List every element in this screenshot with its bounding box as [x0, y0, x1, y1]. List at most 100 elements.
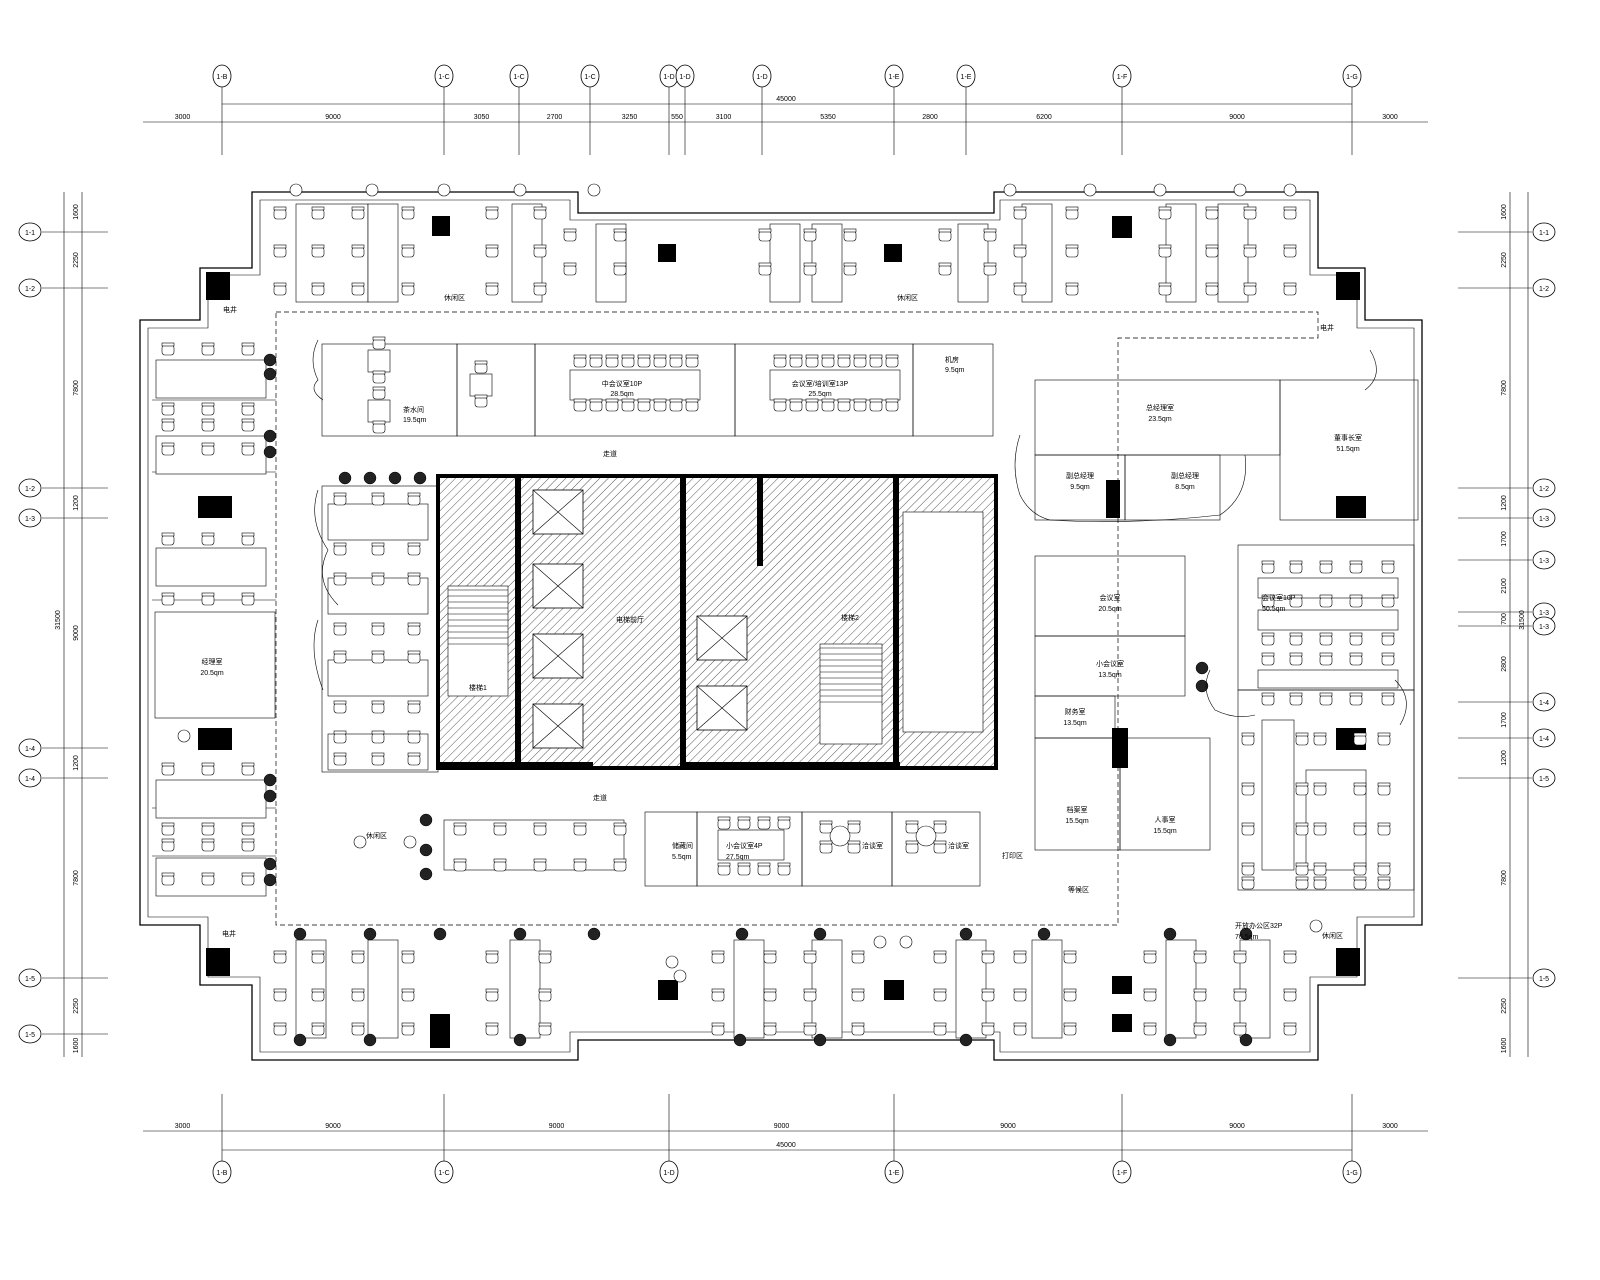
right-axis-10: 1-5: [1539, 976, 1549, 983]
top-axis-2: 1-C: [513, 74, 524, 81]
room-office9-area: 15.5qm: [1153, 828, 1177, 835]
wait-area-label: 等候区: [1068, 885, 1089, 894]
top-axis-9: 1-F: [1117, 74, 1128, 81]
chair-208: [1261, 560, 1275, 574]
left-axis-7: 1-5: [25, 1032, 35, 1039]
chair-211: [1261, 652, 1275, 666]
chair-92: [1143, 950, 1157, 964]
desk-39: [469, 373, 493, 397]
left-axis-0: 1-1: [25, 230, 35, 237]
chair-100: [1233, 1022, 1247, 1036]
chair-133: [241, 872, 255, 886]
chair-144: [371, 572, 385, 586]
plant-19: [433, 927, 447, 941]
left-axis-1: 1-2: [25, 286, 35, 293]
desk-4: [769, 223, 801, 303]
chair-3: [311, 206, 325, 220]
chair-109: [161, 592, 175, 606]
desk-31: [717, 829, 785, 861]
chair-232: [1381, 692, 1395, 706]
stair1-label: 楼梯1: [469, 683, 487, 692]
chair-90: [1063, 988, 1077, 1002]
chair-210: [1261, 632, 1275, 646]
chair-220: [1319, 632, 1333, 646]
right-axis-2: 1-2: [1539, 486, 1549, 493]
dim-left-4: 9000: [73, 625, 80, 641]
chair-69: [711, 988, 725, 1002]
chair-221: [1319, 652, 1333, 666]
chair-190: [821, 354, 835, 368]
chair-214: [1289, 594, 1303, 608]
chair-238: [1295, 732, 1309, 746]
chair-17: [533, 282, 547, 296]
chair-156: [407, 730, 421, 744]
chair-2: [273, 282, 287, 296]
bottom-axis-0: 1-B: [217, 1170, 228, 1177]
room-meeting-a-label: 中会议室10P: [602, 379, 643, 388]
plant-3: [413, 471, 427, 485]
plant-25: [1037, 927, 1051, 941]
room-office4-label: 副总经理: [1171, 471, 1199, 480]
chair-74: [803, 950, 817, 964]
stair2-label: 楼梯2: [841, 613, 859, 622]
chair-254: [1377, 782, 1391, 796]
chair-105: [161, 402, 175, 416]
building-outline: [139, 191, 1423, 1061]
plant-49: [1003, 183, 1017, 197]
chair-71: [763, 950, 777, 964]
chair-47: [1283, 206, 1297, 220]
dim-left-8: 1600: [73, 1038, 80, 1054]
chair-85: [981, 1022, 995, 1036]
chair-173: [605, 398, 619, 412]
plant-39: [873, 935, 887, 949]
chair-224: [1349, 594, 1363, 608]
chair-174: [621, 354, 635, 368]
chair-66: [538, 988, 552, 1002]
chair-76: [803, 1022, 817, 1036]
chair-43: [1205, 282, 1219, 296]
desk-5: [811, 223, 843, 303]
chair-27: [843, 262, 857, 276]
chair-99: [1233, 988, 1247, 1002]
chair-159: [453, 858, 467, 872]
chair-10: [401, 244, 415, 258]
chair-15: [533, 206, 547, 220]
chair-22: [758, 228, 772, 242]
chair-60: [401, 988, 415, 1002]
chair-200: [717, 816, 731, 830]
leisure-t1-label: 休闲区: [444, 293, 465, 302]
chair-98: [1233, 950, 1247, 964]
chair-75: [803, 988, 817, 1002]
room-office8-label: 档案室: [1067, 805, 1088, 814]
chair-13: [485, 244, 499, 258]
dim-right-7: 2800: [1501, 656, 1508, 672]
chair-150: [407, 492, 421, 506]
plant-27: [1239, 927, 1253, 941]
plant-15: [1195, 661, 1209, 675]
chair-34: [1013, 282, 1027, 296]
chair-123: [201, 872, 215, 886]
chair-102: [1283, 988, 1297, 1002]
chair-115: [201, 402, 215, 416]
chair-257: [1377, 876, 1391, 890]
bottom-axis-3: 1-E: [889, 1170, 900, 1177]
elec-bl-label: 电井: [222, 929, 236, 938]
chair-244: [1313, 782, 1327, 796]
plant-43: [1309, 919, 1323, 933]
axis-markers-right: 1-11-21-21-31-31-31-31-41-41-51-5: [1458, 222, 1556, 988]
chair-160: [493, 822, 507, 836]
room-exec1-area: 23.5qm: [1148, 416, 1172, 423]
dim-top-11: 3000: [1382, 114, 1398, 121]
chair-161: [493, 858, 507, 872]
chair-256: [1377, 862, 1391, 876]
room-office6-label: 小会议室: [1096, 659, 1124, 668]
dim-top-2: 3050: [474, 114, 490, 121]
chair-209: [1261, 594, 1275, 608]
chair-222: [1319, 692, 1333, 706]
chair-251: [1353, 862, 1367, 876]
plant-48: [587, 183, 601, 197]
chair-94: [1143, 1022, 1157, 1036]
chair-178: [653, 354, 667, 368]
